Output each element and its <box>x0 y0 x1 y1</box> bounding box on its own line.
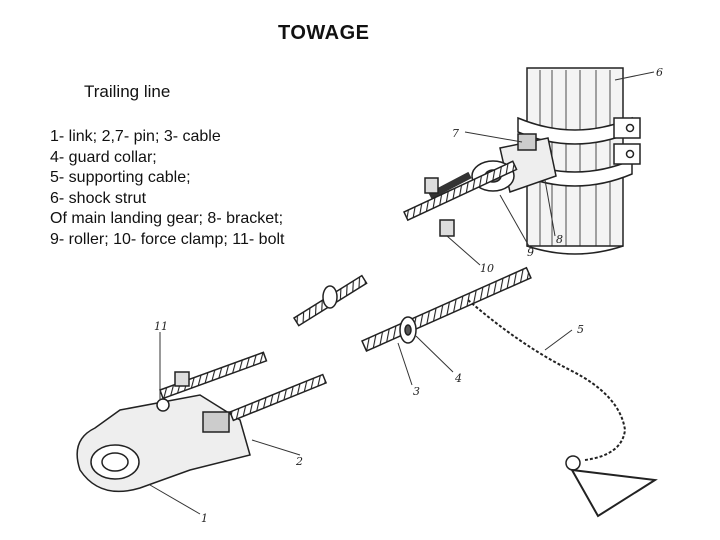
legend-line: 6- shock strut <box>50 189 147 207</box>
callout-2: 2 <box>295 455 303 468</box>
slide-subtitle: Trailing line <box>84 82 171 101</box>
bracket-and-clamp-drawing <box>403 133 557 237</box>
legend-line: 4- guard collar; <box>50 148 157 166</box>
callout-4: 4 <box>454 372 462 385</box>
slide-title: TOWAGE <box>278 22 370 44</box>
parts-legend: 1- link; 2,7- pin; 3- cable 4- guard col… <box>50 127 284 250</box>
callout-10: 10 <box>480 262 494 275</box>
towing-link-drawing <box>76 351 328 493</box>
legend-line: Of main landing gear; 8- bracket; <box>50 210 284 227</box>
legend-line: 5- supporting cable; <box>50 169 191 186</box>
callout-8: 8 <box>556 233 563 246</box>
callout-11: 11 <box>154 320 168 333</box>
legend-line: 1- link; 2,7- pin; 3- cable <box>50 128 221 145</box>
callout-9: 9 <box>527 246 534 259</box>
legend-line: 9- roller; 10- force clamp; 11- bolt <box>50 230 285 248</box>
callout-5: 5 <box>577 323 584 336</box>
callout-6: 6 <box>656 66 663 79</box>
callout-leaders <box>149 71 655 515</box>
callout-1: 1 <box>201 512 208 525</box>
callout-7: 7 <box>452 127 459 140</box>
cable-assembly-drawing <box>292 266 658 518</box>
callout-3: 3 <box>413 385 420 398</box>
